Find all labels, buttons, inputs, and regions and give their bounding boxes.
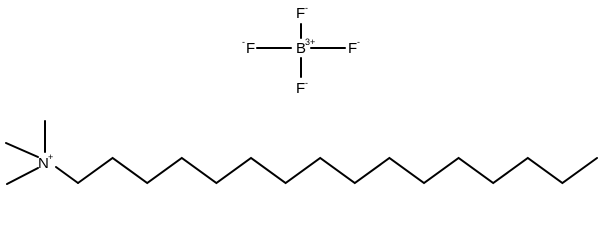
fluorine-bottom-charge: -	[305, 78, 308, 88]
fluorine-left-atom: F	[246, 40, 255, 57]
tetrafluoroborate-anion: B 3+ F - - F F - F -	[242, 3, 360, 97]
fluorine-bottom-atom: F	[296, 80, 305, 97]
hexadecyltrimethylammonium-cation: N +	[5, 120, 598, 185]
nitrogen-atom: N	[38, 155, 49, 172]
boron-charge: 3+	[305, 37, 315, 47]
molecule-svg: B 3+ F - - F F - F - N +	[5, 3, 598, 185]
fluorine-top-charge: -	[305, 3, 308, 13]
structure-diagram: B 3+ F - - F F - F - N +	[5, 3, 598, 185]
fluorine-right-atom: F	[348, 40, 357, 57]
fluorine-top-atom: F	[296, 5, 305, 22]
bond-n-methyl-bottom	[6, 167, 39, 185]
hexadecyl-chain	[77, 156, 598, 185]
fluorine-left-charge: -	[242, 37, 245, 47]
nitrogen-charge: +	[48, 152, 53, 162]
fluorine-right-charge: -	[357, 37, 360, 47]
bond-n-methyl-left	[5, 142, 39, 158]
bond-n-chain	[55, 166, 79, 184]
boron-atom: B	[296, 40, 306, 57]
